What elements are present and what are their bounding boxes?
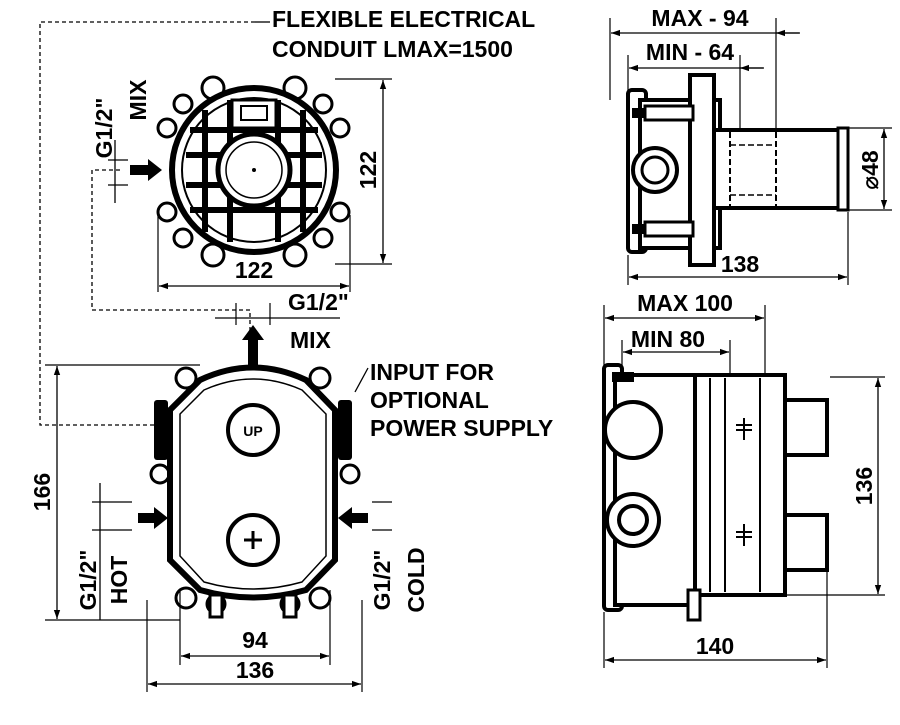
front-cap-top: [226, 403, 280, 457]
conduit-label-line2: CONDUIT LMAX=1500: [272, 36, 513, 62]
side-view-top: MAX - 94 MIN - 64 ⌀48 138: [609, 5, 892, 285]
cold-inlet-arrow: [338, 507, 368, 529]
side-bottom-port-top: [603, 400, 663, 460]
hot-thread: G1/2": [75, 550, 101, 611]
side-bottom-stub-top: [783, 398, 829, 457]
power-label-line3: POWER SUPPLY: [370, 415, 553, 441]
top-port-mix: MIX: [125, 79, 151, 121]
front-outer-width-dim: 136: [236, 657, 274, 683]
top-port-thread: G1/2": [91, 98, 117, 159]
front-body-inner: [179, 378, 327, 590]
front-view: G1/2" MIX INPUT FOR OPTIONAL POWER SUPPL…: [29, 289, 553, 692]
conduit-dashed-line: [39, 21, 255, 426]
conduit-dashed-line-2: [91, 169, 251, 350]
top-width-dim: 122: [235, 257, 273, 283]
center-boss-inner: [225, 141, 283, 199]
side-bottom-length-dim: 140: [696, 633, 734, 659]
power-label-line2: OPTIONAL: [370, 387, 489, 413]
mix-inlet-arrow: [130, 159, 162, 181]
side-top-length-dim: 138: [721, 251, 760, 277]
front-inner-width-dim: 94: [242, 627, 268, 653]
mounting-ring-inner: [181, 97, 327, 243]
grid-ribs: [186, 100, 322, 242]
side-top-sleeve: [712, 128, 846, 210]
front-body-outer: [167, 364, 338, 601]
front-mix-thread: G1/2": [288, 289, 349, 315]
front-mix-label: MIX: [290, 327, 332, 353]
center-dot: [252, 168, 256, 172]
top-height-dim: 122: [355, 151, 381, 189]
cold-label: COLD: [403, 547, 429, 612]
cold-thread: G1/2": [369, 550, 395, 611]
side-view-bottom: MAX 100 MIN 80 136 140: [602, 290, 885, 668]
front-height-dim: 166: [29, 473, 55, 511]
side-bottom-plate: [693, 373, 787, 597]
power-label-line1: INPUT FOR: [370, 359, 494, 385]
side-top-max-dim: MAX - 94: [651, 5, 748, 31]
mix-outlet-arrow: [242, 325, 264, 365]
hot-label: HOT: [106, 556, 132, 605]
side-top-diameter-dim: ⌀48: [857, 150, 883, 190]
front-cap-top-text: UP: [243, 423, 262, 439]
side-bottom-height-dim: 136: [851, 467, 877, 505]
side-top-min-dim: MIN - 64: [646, 39, 734, 65]
side-bottom-max-dim: MAX 100: [637, 290, 733, 316]
side-top-port: [631, 146, 679, 194]
conduit-label-line1: FLEXIBLE ELECTRICAL: [272, 6, 535, 32]
side-bottom-min-dim: MIN 80: [631, 326, 705, 352]
side-bottom-port-bottom: [605, 492, 661, 548]
hot-inlet-arrow: [138, 507, 168, 529]
side-bottom-stub-bottom: [783, 513, 829, 572]
top-view: FLEXIBLE ELECTRICAL CONDUIT LMAX=1500: [39, 6, 535, 426]
